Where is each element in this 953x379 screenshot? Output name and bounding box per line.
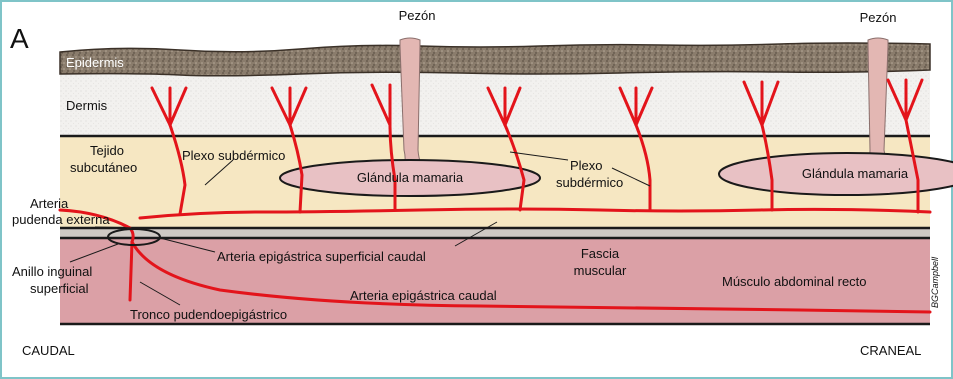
artist-signature: BGCampbell [930,256,940,308]
label-craneal: CRANEAL [860,343,921,358]
label-pezon-left: Pezón [399,8,436,23]
label-plexo-right-1: Plexo [570,158,603,173]
label-musculo: Músculo abdominal recto [722,274,867,289]
label-tronco: Tronco pudendoepigástrico [130,307,287,322]
label-caudal: CAUDAL [22,343,75,358]
label-arteria-pud-1: Arteria [30,196,69,211]
pudendoepigastric-trunk [130,242,132,300]
label-glandula-right: Glándula mamaria [802,166,909,181]
label-plexo-left: Plexo subdérmico [182,148,285,163]
label-glandula-left: Glándula mamaria [357,170,464,185]
label-arteria-epi-caudal: Arteria epigástrica caudal [350,288,497,303]
fascia-band [60,228,930,238]
label-arteria-pud-2: pudenda externa [12,212,110,227]
label-anillo-1: Anillo inguinal [12,264,92,279]
label-dermis: Dermis [66,98,108,113]
label-fascia-2: muscular [574,263,627,278]
label-fascia-1: Fascia [581,246,620,261]
label-pezon-right: Pezón [860,10,897,25]
label-plexo-right-2: subdérmico [556,175,623,190]
label-tejido-2: subcutáneo [70,160,137,175]
epidermis-layer [60,43,930,76]
label-epidermis: Epidermis [66,55,124,70]
panel-letter: A [10,23,29,54]
label-anillo-2: superficial [30,281,89,296]
label-tejido-1: Tejido [90,143,124,158]
label-arteria-epi-sup: Arteria epigástrica superficial caudal [217,249,426,264]
